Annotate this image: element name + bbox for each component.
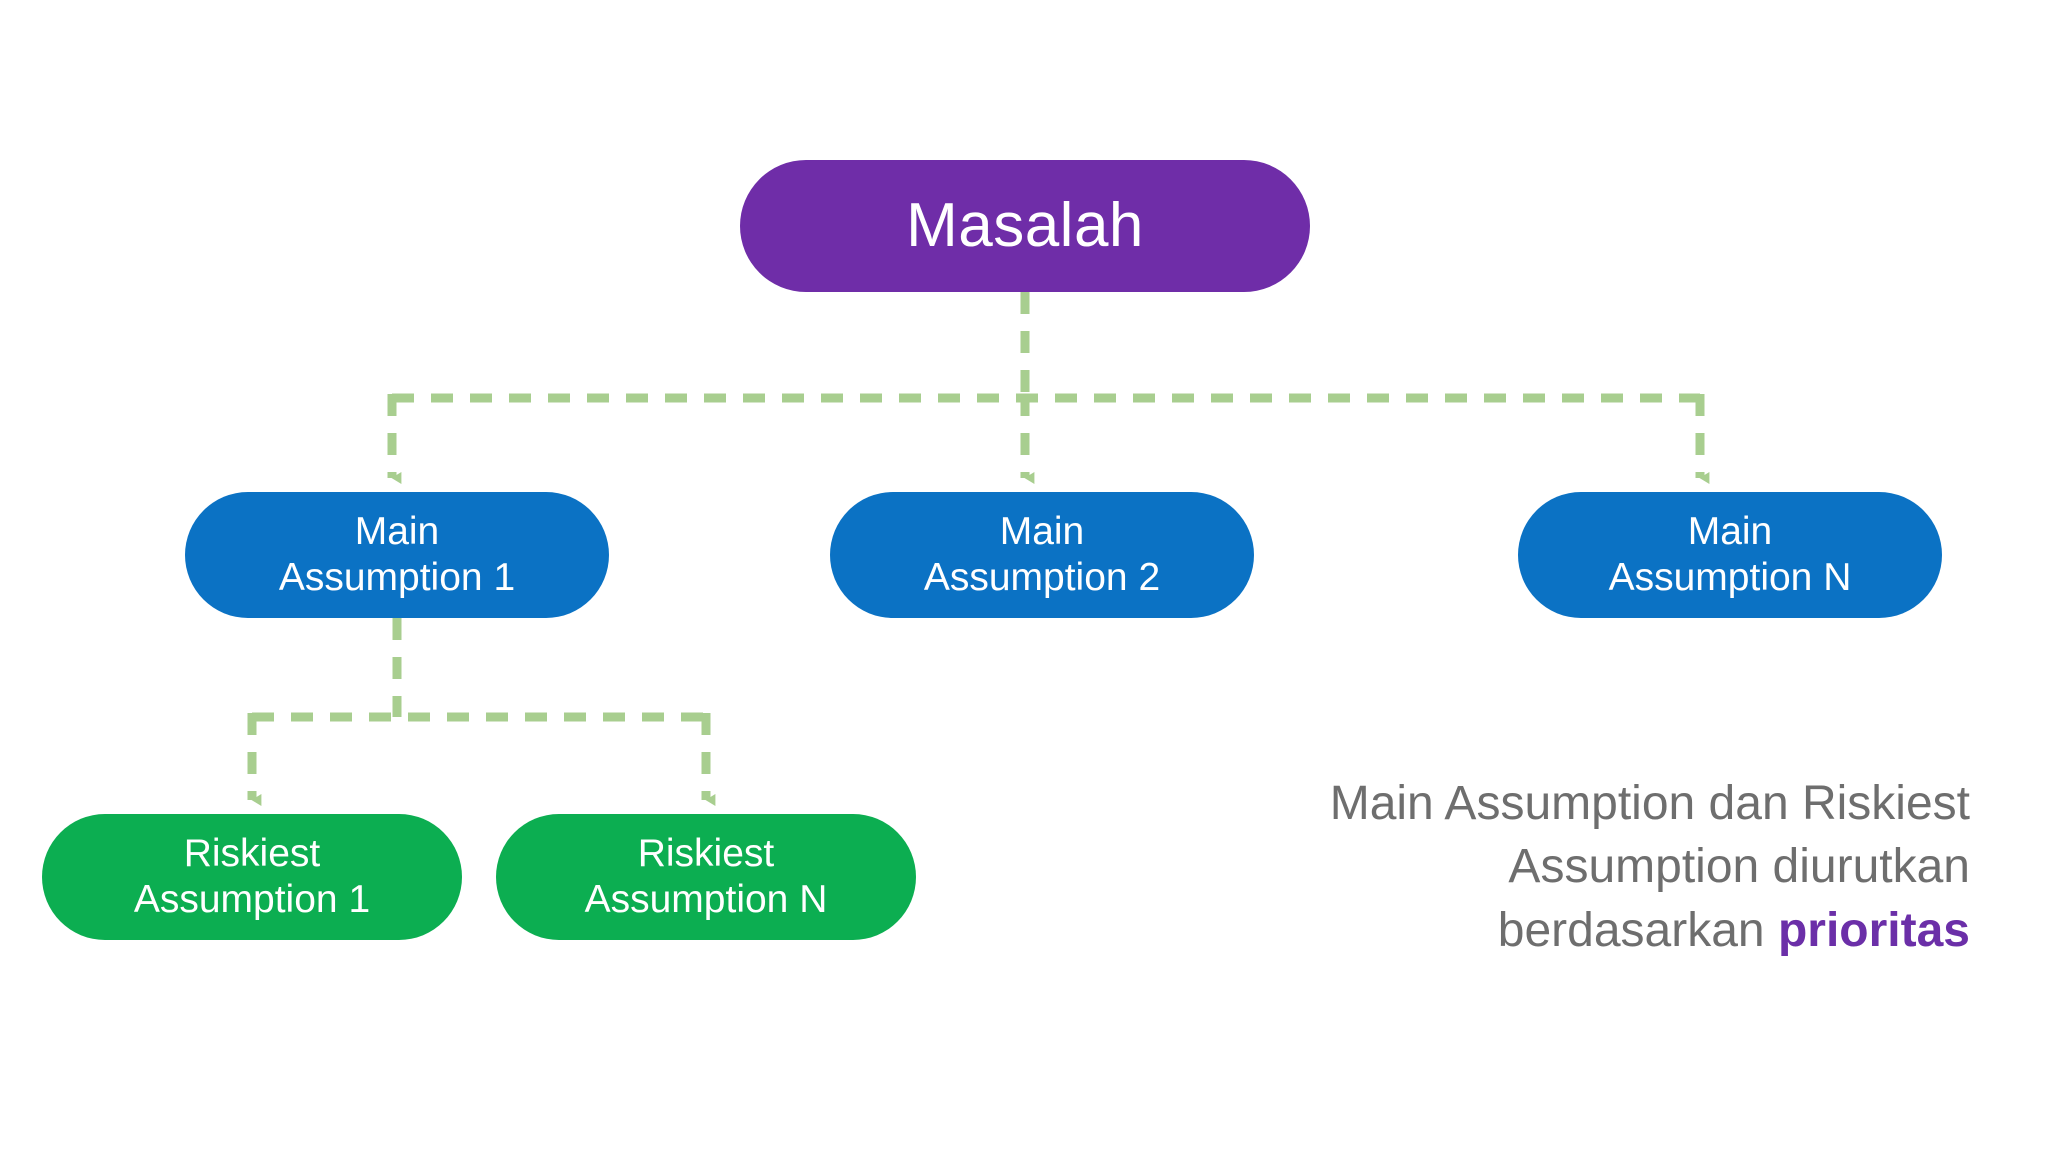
node-main-assumption-1[interactable]: Main Assumption 1 xyxy=(185,492,609,618)
connectors-level-2 xyxy=(247,618,716,806)
node-main-assumption-2[interactable]: Main Assumption 2 xyxy=(830,492,1254,618)
node-main-assumption-n[interactable]: Main Assumption N xyxy=(1518,492,1942,618)
caption-accent-prioritas: prioritas xyxy=(1777,903,1970,957)
caption-line-1: Main Assumption dan Riskiest xyxy=(1329,777,1970,830)
connectors-level-1 xyxy=(387,292,1710,484)
node-riskiest-assumption-1[interactable]: Riskiest Assumption 1 xyxy=(42,814,462,940)
caption-line-3-prefix: berdasarkan xyxy=(1497,903,1778,957)
node-riskiest-assumption-n[interactable]: Riskiest Assumption N xyxy=(496,814,916,940)
caption-block: Main Assumption dan Riskiest Assumption … xyxy=(1040,772,1970,962)
caption-line-3: berdasarkan prioritas xyxy=(1040,899,1970,962)
node-masalah[interactable]: Masalah xyxy=(740,160,1310,292)
caption-line-2: Assumption diurutkan xyxy=(1508,840,1970,894)
